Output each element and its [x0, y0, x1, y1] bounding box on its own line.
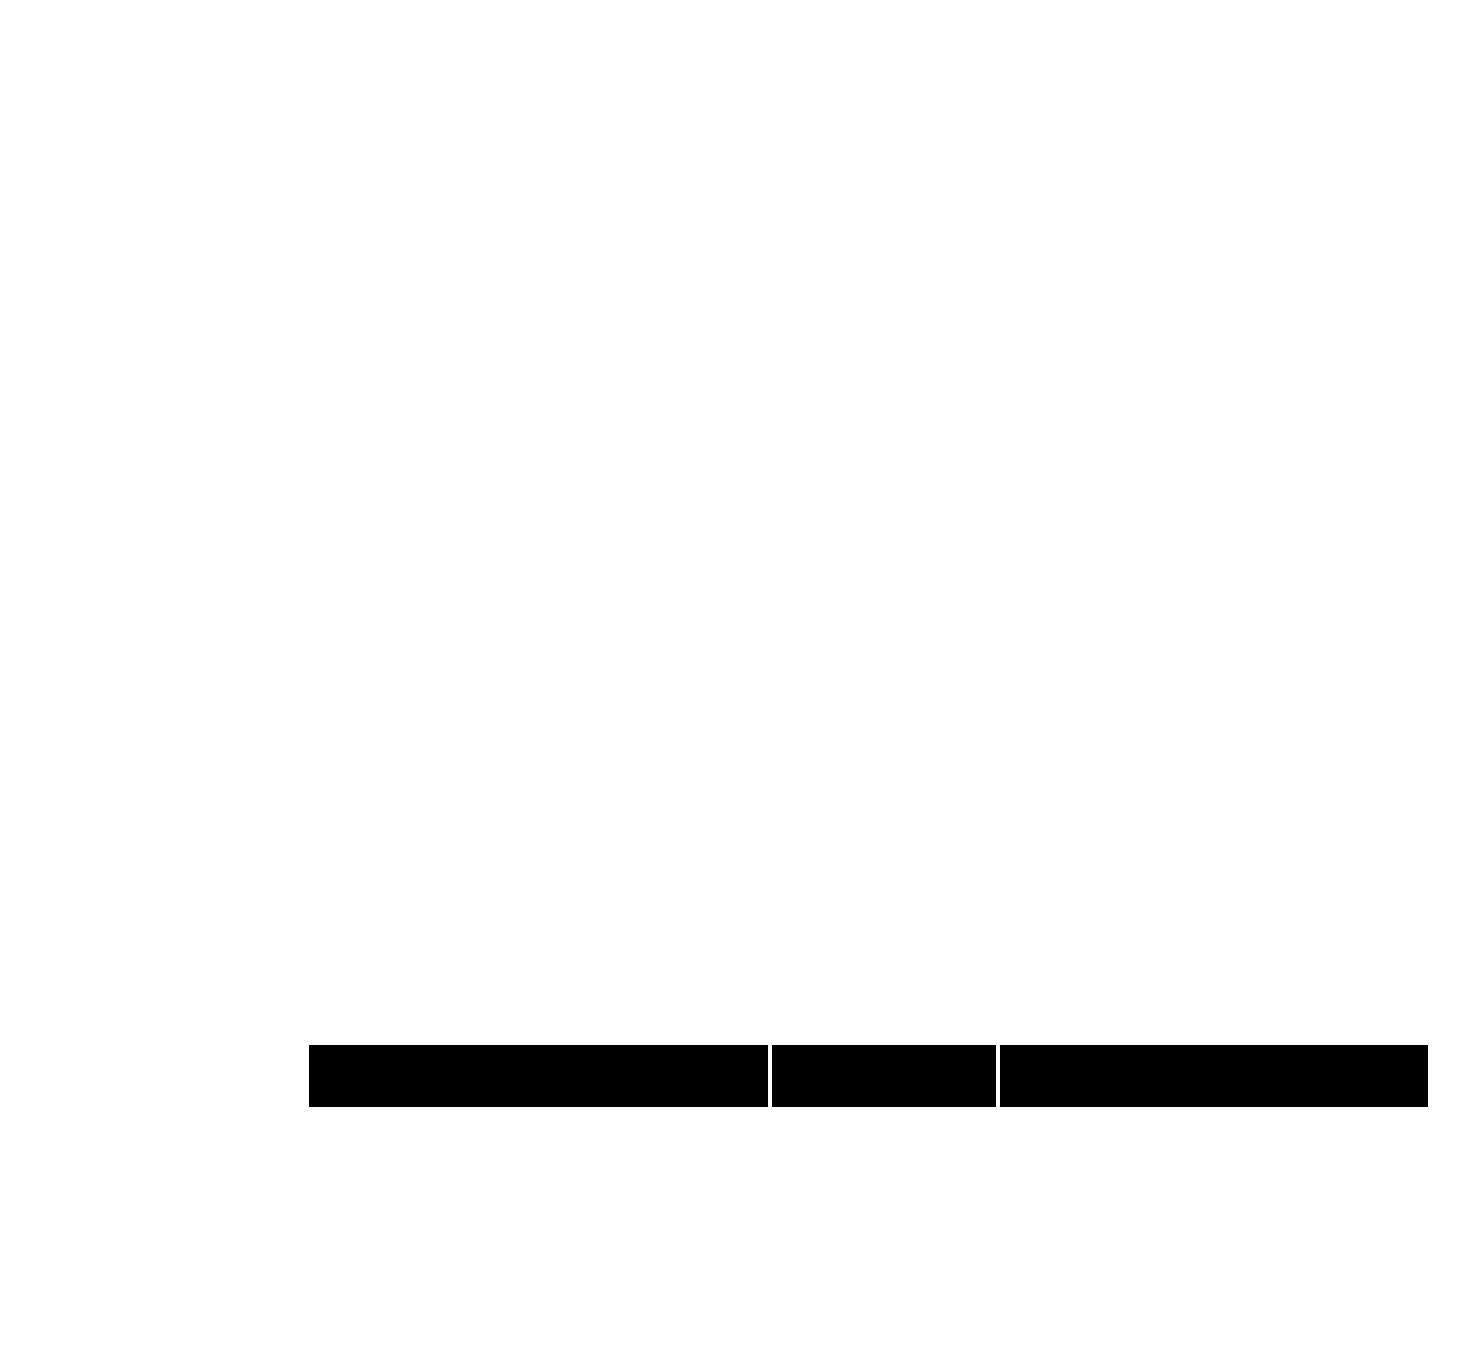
microsphere-table [232, 1045, 1428, 1107]
table-header-spacer [232, 1045, 305, 1107]
table-header-binding-capacity [1000, 1045, 1428, 1107]
gmfi-bar-chart [180, 395, 1420, 1020]
table-header-microsphere [309, 1045, 768, 1107]
streptavidin-histogram-panel [848, 20, 1448, 370]
carboxyl-histogram-panel [225, 20, 825, 370]
table-header-lot [772, 1045, 996, 1107]
